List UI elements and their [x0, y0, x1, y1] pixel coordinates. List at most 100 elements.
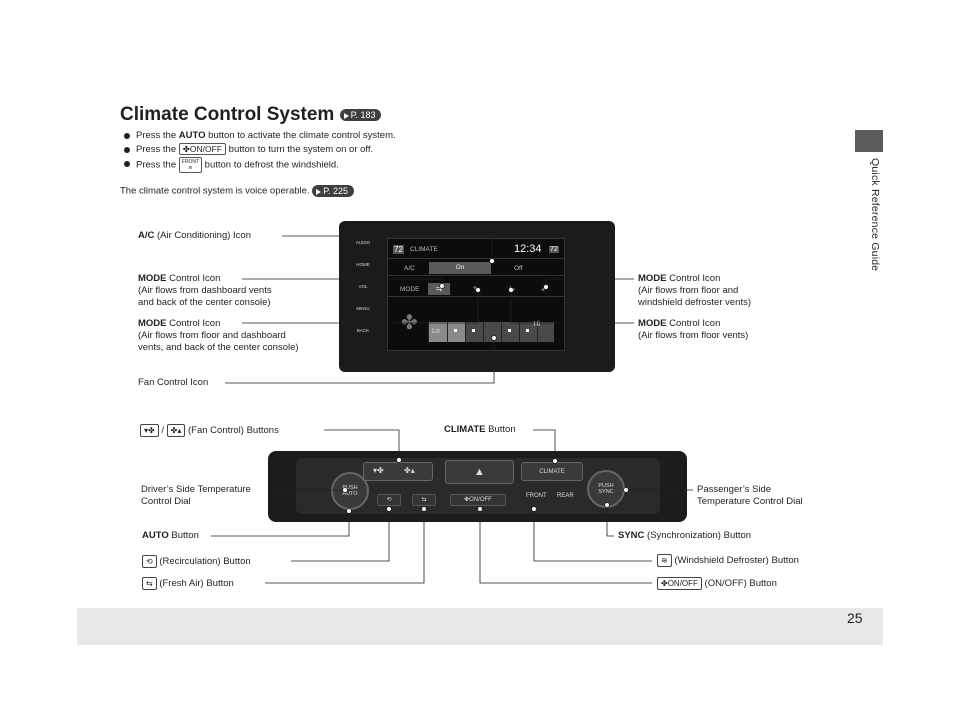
recirculation-icon: ⟲	[377, 494, 401, 506]
driver-temp: 72	[393, 245, 404, 254]
fan-dot	[508, 329, 511, 332]
footer-band	[77, 608, 883, 645]
callout-separator: /	[158, 425, 167, 437]
on-off-icon-text: ON/OFF	[667, 579, 698, 588]
callout-line: (Air flows from floor vents)	[638, 330, 749, 341]
page-number: 25	[847, 610, 863, 626]
fresh-air-icon: ⇆	[412, 494, 436, 506]
callout-line: Passenger’s Side	[697, 484, 772, 495]
fan-control-buttons: ▾✤ ✤▴	[363, 462, 433, 481]
defroster-callout: ≋ (Windshield Defroster) Button	[657, 554, 799, 567]
fan-segment	[465, 322, 483, 342]
callout-text: Button	[168, 530, 199, 541]
on-off-callout: ✤ON/OFF (ON/OFF) Button	[657, 577, 777, 590]
mode-row: MODE ⇉ ⇘ ↘ ⇗	[388, 281, 564, 297]
fan-dot	[526, 329, 529, 332]
fan-down-icon: ▾✤	[373, 466, 384, 475]
callout-line: (Air flows from floor and	[638, 285, 739, 296]
screen-sidebar: AUDIO HOME VOL MENU BACK	[345, 228, 381, 366]
callout-bold: MODE	[638, 318, 667, 329]
callout-text: Control Icon	[166, 318, 221, 329]
front-icon-text: FRONT	[181, 159, 200, 165]
on-off-button: ✤ON/OFF	[450, 494, 506, 506]
voice-reference-text: P. 225	[323, 186, 349, 196]
auto-label: AUTO	[178, 130, 206, 141]
callout-bold: MODE	[638, 273, 667, 284]
fan-dot	[472, 329, 475, 332]
callout-line: Driver’s Side Temperature	[141, 484, 251, 495]
dial-push-text: PUSH	[342, 485, 358, 491]
mode-floor-dash-icon: ⇘	[472, 284, 480, 293]
auto-button-callout: AUTO Button	[142, 530, 199, 542]
fan-hi-label: Hi	[533, 321, 540, 328]
callout-line: vents, and back of the center console)	[138, 342, 299, 353]
screen-header: 72 CLIMATE 12:34 72	[388, 239, 564, 259]
bullet-text: button to turn the system on or off.	[226, 144, 374, 155]
auto-dial-text: AUTO	[342, 491, 358, 497]
bullet-text: button to activate the climate control s…	[205, 130, 396, 141]
on-off-text: ON/OFF	[469, 497, 492, 503]
callout-bold: CLIMATE	[444, 424, 486, 435]
mode-floor-windshield-icon: ⇗	[540, 284, 548, 293]
ac-icon-callout: A/C (Air Conditioning) Icon	[138, 230, 251, 242]
fan-segment	[447, 322, 465, 342]
section-tab	[855, 130, 883, 152]
callout-text: (Synchronization) Button	[644, 530, 752, 541]
volume-button: VOL	[358, 284, 368, 289]
title-text: Climate Control System	[120, 104, 335, 125]
sync-dial-text: SYNC	[598, 489, 614, 495]
fresh-air-callout: ⇆ (Fresh Air) Button	[142, 577, 234, 590]
mode-floor-dash-callout: MODE Control Icon(Air flows from floor a…	[138, 318, 299, 354]
voice-text: The climate control system is voice oper…	[120, 185, 310, 197]
callout-bold: MODE	[138, 273, 167, 284]
bullet-text: Press the	[136, 130, 179, 141]
on-off-icon-text: ON/OFF	[189, 144, 223, 155]
audio-button: AUDIO	[355, 240, 371, 245]
fan-down-icon: ▾✤	[140, 424, 159, 437]
mode-floor-icon: ↘	[508, 284, 516, 293]
climate-screen: 72 CLIMATE 12:34 72 A/C On Off MODE ⇉ ⇘ …	[387, 238, 565, 351]
passenger-temp: 72	[549, 246, 559, 253]
sync-button-callout: SYNC (Synchronization) Button	[618, 530, 751, 542]
ac-off-label: Off	[514, 265, 523, 272]
list-item: Press the ✤ON/OFF button to turn the sys…	[124, 143, 396, 157]
callout-text: (Windshield Defroster) Button	[671, 555, 799, 567]
mode-label: MODE	[400, 286, 420, 293]
ac-row: A/C On Off	[388, 260, 564, 276]
fan-dot	[454, 329, 457, 332]
callout-text: Control Icon	[666, 273, 721, 284]
mode-dash-icon: ⇉	[428, 283, 450, 295]
callout-text: (Recirculation) Button	[156, 556, 251, 568]
callout-line: and back of the center console)	[138, 297, 271, 308]
callout-bold: SYNC	[618, 530, 645, 541]
section-label: Quick Reference Guide	[869, 158, 881, 272]
voice-reference-link[interactable]: P. 225	[312, 185, 355, 197]
rear-label: REAR	[557, 493, 574, 499]
callout-bold: MODE	[138, 318, 167, 329]
callout-bold: A/C	[138, 230, 155, 241]
bullet-text: Press the	[136, 144, 179, 155]
fan-icon: ✤ON/OFF	[178, 143, 227, 156]
defroster-icon: ≋	[657, 554, 672, 567]
callout-text: (Fan Control) Buttons	[185, 425, 279, 437]
menu-button: MENU	[356, 306, 370, 311]
back-button: BACK	[356, 328, 370, 333]
fan-segment	[537, 322, 554, 342]
instruction-list: Press the AUTO button to activate the cl…	[124, 129, 396, 173]
arrow-icon	[343, 112, 349, 119]
page-reference-link[interactable]: P. 183	[339, 108, 382, 121]
bullet-text: button to defrost the windshield.	[202, 159, 339, 171]
fan-segment	[519, 322, 537, 342]
bullet-text: Press the	[136, 159, 179, 171]
hazard-icon: ▲	[445, 460, 514, 484]
arrow-icon	[316, 188, 322, 195]
mode-floor-callout: MODE Control Icon(Air flows from floor v…	[638, 318, 748, 342]
ac-label: A/C	[404, 265, 415, 272]
list-item: Press the AUTO button to activate the cl…	[124, 129, 396, 143]
callout-text: Control Icon	[166, 273, 221, 284]
page-title: Climate Control System P. 183	[120, 104, 382, 126]
fan-level-bar: Lo Hi	[428, 321, 554, 342]
